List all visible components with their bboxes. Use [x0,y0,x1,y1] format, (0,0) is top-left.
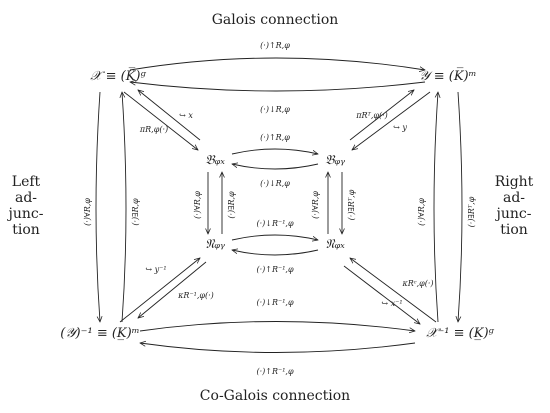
label-left-outer-up: (·)∃R,φ [131,198,140,226]
label-right-outer-up: (·)∀R,φ [417,198,426,226]
arrow-inner-top-return [232,164,319,170]
arrow-inner-bottom [231,234,318,240]
arrow-hook-x-inverse [343,265,420,324]
arrow-bottom-co-galois-return [140,343,416,353]
title-galois-connection: Galois connection [212,12,339,28]
arrow-right-outer-up [433,92,438,323]
label-inner-right-down: (·)∃Rᵀ,φ [347,189,356,220]
arrow-inner-bottom-return [232,250,319,256]
arrow-hook-x [138,90,201,141]
label-kappa-left: κR⁻¹,φ(·) [177,291,214,300]
left-adjunction-line-1: Left [12,174,41,190]
label-inner-left-down: (·)∀R,φ [193,191,202,219]
node-n-y: 𝔑ᵩᵧ [205,237,225,252]
node-y-closure: 𝒴 ≡ (K̅)ᵐ [419,68,476,84]
arrow-top-galois-return [130,82,426,92]
arrow-right-outer-down [458,91,463,322]
node-b-x: 𝔅ᵩₓ [205,153,225,168]
title-co-galois-connection: Co-Galois connection [200,388,350,404]
label-bottom-return: (·)↑R⁻¹,φ [256,367,293,376]
node-x-closure: 𝒳 ≡ (K̅)ᵍ [90,68,146,84]
label-inner-bottom-return: (·)↑R⁻¹,φ [256,265,293,274]
label-pi-left: πR,φ(·) [139,125,168,134]
label-bottom-arrow: (·)↓R⁻¹,φ [256,298,293,307]
arrow-hook-y-inverse [119,258,200,323]
label-right-outer-down: (·)∃Rᵀ,φ [467,196,476,227]
label-hook-x-inverse: ↪ x⁻¹ [381,299,402,308]
node-b-y: 𝔅ᵩᵧ [325,153,345,168]
left-adjunction-line-2: ad- [15,190,37,206]
label-top-return: (·)↓R,φ [260,105,290,114]
arrow-left-outer-up [122,92,127,323]
label-hook-x: ↪ x [179,111,193,120]
label-inner-left-up: (·)∃R,φ [227,191,236,219]
right-adjunction-line-1: Right [495,174,534,190]
arrow-top-galois [129,57,425,70]
arrow-kappa-left [138,261,207,318]
arrow-inner-top [231,148,318,154]
left-adjunction-line-4: tion [12,222,40,238]
label-top-arrow: (·)↑R,φ [260,41,290,50]
arrow-hook-y [349,90,414,141]
arrow-bottom-co-galois [139,321,415,332]
label-inner-right-up: (·)∀R,φ [311,191,320,219]
node-n-x: 𝔑ᵩₓ [325,237,345,252]
left-adjunction-line-3: junc- [7,206,44,222]
label-inner-top: (·)↑R,φ [260,133,290,142]
label-hook-y: ↪ y [393,123,407,132]
label-inner-bottom: (·)↓R⁻¹,φ [256,219,293,228]
label-pi-right: πRᵀ,φ(·) [355,111,388,120]
right-adjunction-line-3: junc- [495,206,532,222]
arrow-pi-left [123,91,198,150]
arrow-pi-right [352,91,431,150]
arrow-kappa-right [350,258,437,323]
right-adjunction-line-2: ad- [503,190,525,206]
label-kappa-right: κRᶜ,φ(·) [401,279,433,288]
label-left-outer-down: (·)∀R,φ [83,198,92,226]
right-adjunction-line-4: tion [500,222,528,238]
label-hook-y-inverse: ↪ y⁻¹ [145,265,166,274]
arrow-left-outer-down [95,91,100,322]
node-y-inverse: (𝒴)⁻¹ ≡ (K̲)ᵐ [60,326,139,341]
node-x-inverse: 𝒳⁻¹ ≡ (K̲)ᵍ [426,326,494,341]
label-inner-top-return: (·)↓R,φ [260,179,290,188]
